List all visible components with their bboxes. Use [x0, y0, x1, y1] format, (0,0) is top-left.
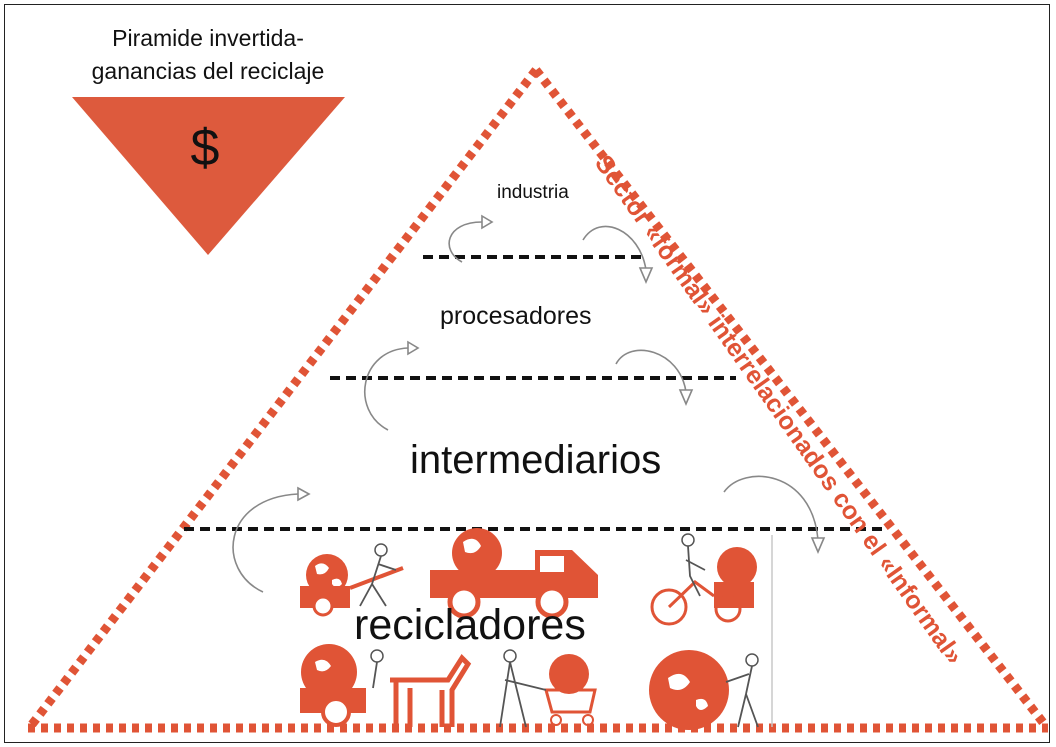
level-recicladores-label: recicladores — [354, 601, 586, 649]
level-separators — [184, 255, 888, 531]
horse-cart-icon — [300, 644, 472, 727]
flow-arrows — [232, 214, 826, 593]
level-procesadores-label: procesadores — [440, 302, 592, 330]
flow-arrow-icon — [364, 347, 409, 431]
inverted-pyramid-title-line2: ganancias del reciclaje — [91, 58, 325, 84]
inverted-pyramid-title: Piramide invertida- ganancias del recicl… — [70, 22, 346, 88]
level-industria-label: industria — [497, 182, 569, 203]
cart-recycler-icon — [300, 543, 404, 617]
flow-arrow-icon — [615, 349, 687, 393]
cargo-bike-icon — [650, 533, 757, 626]
diagram-frame — [4, 4, 1050, 743]
shopping-cart-recycler-icon — [499, 649, 597, 728]
truck-icon — [430, 528, 598, 619]
sack-carrier-icon — [649, 650, 759, 730]
flow-arrow-icon — [582, 225, 647, 271]
inverted-pyramid-title-line1: Piramide invertida- — [112, 25, 304, 51]
flow-arrow-icon — [723, 475, 819, 541]
flow-arrow-icon — [448, 221, 483, 263]
flow-arrow-icon — [232, 493, 299, 593]
inverted-pyramid-icon — [72, 97, 345, 255]
dollar-icon: $ — [190, 119, 220, 177]
pyramid-outline — [26, 67, 1049, 733]
level-intermediarios-label: intermediarios — [410, 438, 662, 482]
